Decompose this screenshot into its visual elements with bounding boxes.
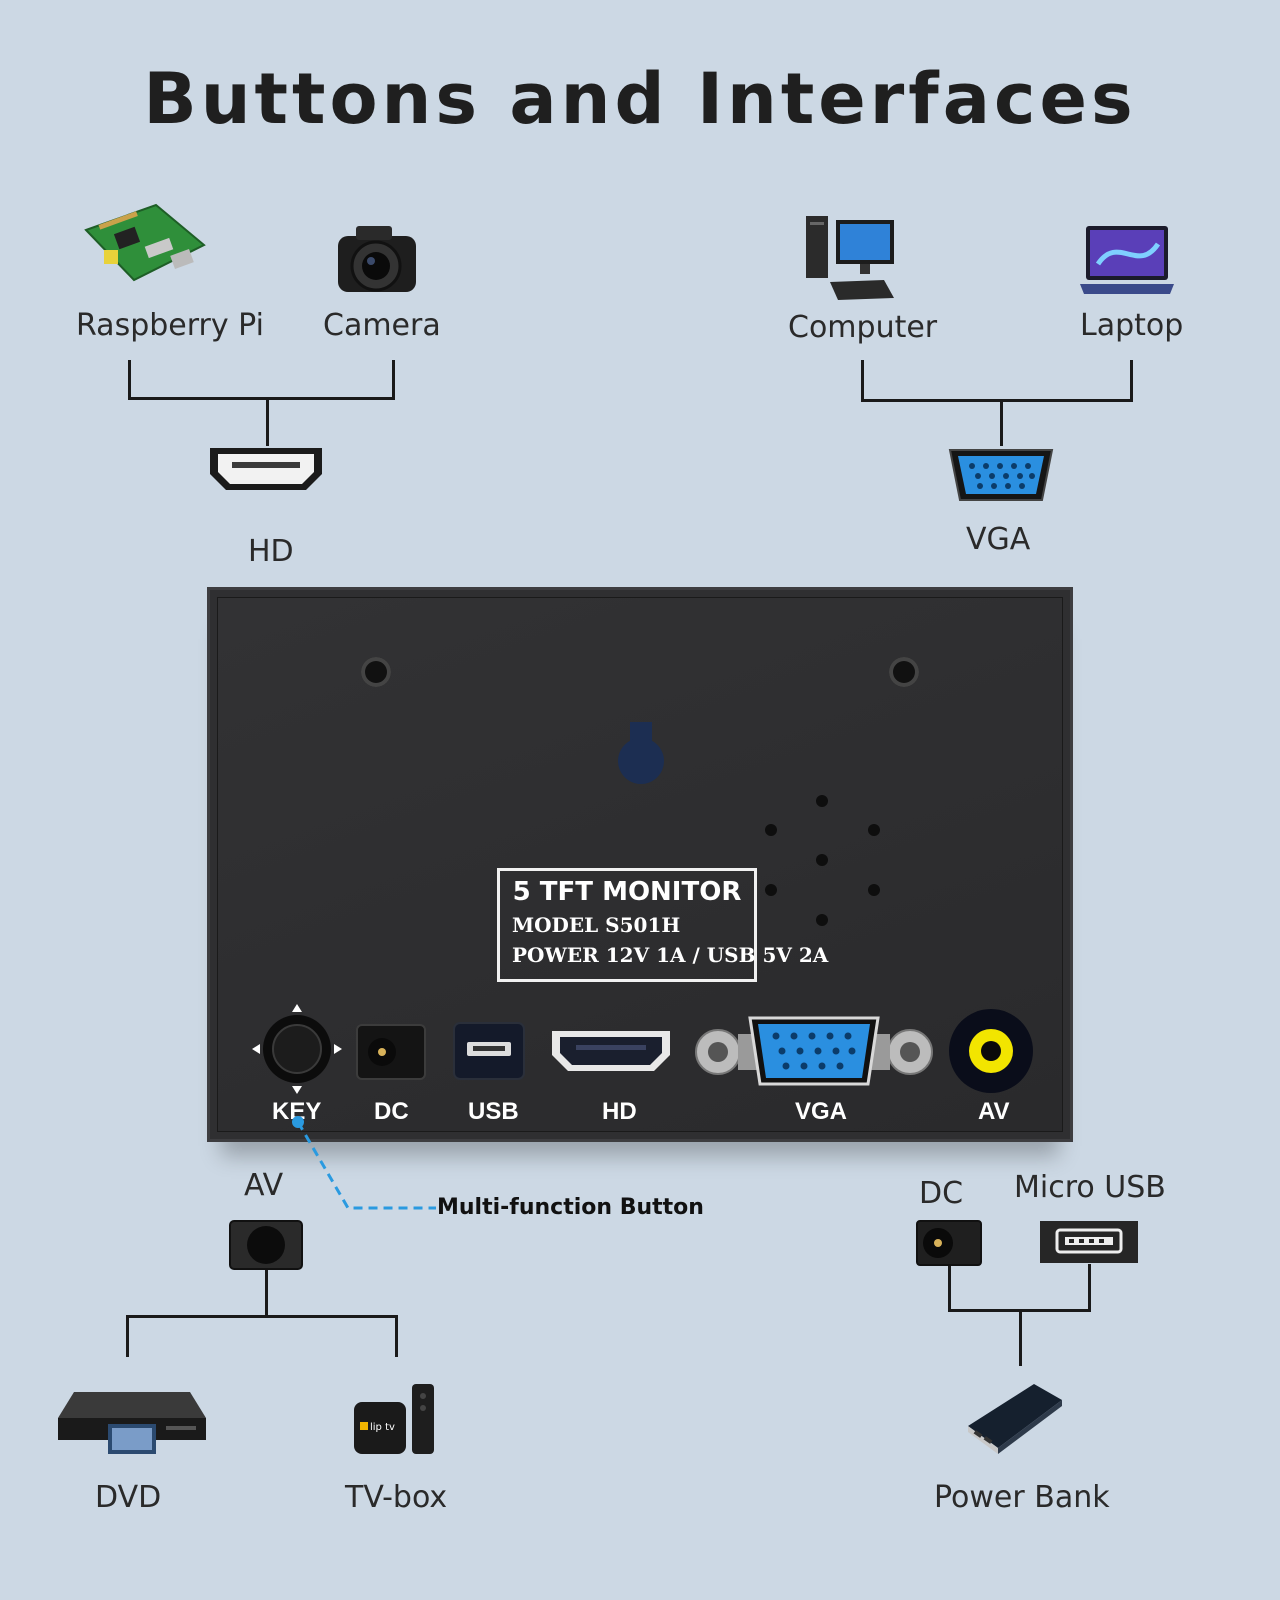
connector-line xyxy=(948,1309,1091,1312)
speaker-hole xyxy=(765,884,777,896)
computer-icon xyxy=(806,216,894,300)
mount-hole-right xyxy=(889,657,919,687)
hdmi-connector-icon xyxy=(210,448,322,490)
plate-model: MODEL S501H xyxy=(512,913,681,937)
vga-label: VGA xyxy=(966,522,1031,557)
camera-label: Camera xyxy=(323,308,441,343)
speaker-hole xyxy=(816,854,828,866)
connector-line xyxy=(128,397,395,400)
page-title: Buttons and Interfaces xyxy=(143,58,1137,140)
connector-line xyxy=(1130,360,1133,402)
vga-port[interactable] xyxy=(694,1014,934,1092)
raspberry-pi-label: Raspberry Pi xyxy=(76,308,264,343)
computer-text: Computer xyxy=(788,310,938,345)
micro-usb-label: Micro USB xyxy=(1014,1170,1166,1205)
power-bank-label: Power Bank xyxy=(934,1480,1110,1515)
tv-box-brand: lip tv xyxy=(370,1422,395,1433)
connector-line xyxy=(1000,402,1003,446)
plate-title: 5 TFT MONITOR xyxy=(512,877,742,907)
plate-power: POWER 12V 1A / USB 5V 2A xyxy=(512,943,829,967)
connector-line xyxy=(126,1315,398,1318)
port-label-usb: USB xyxy=(468,1098,519,1125)
av-label: AV xyxy=(244,1168,284,1203)
dc-port[interactable] xyxy=(356,1024,426,1080)
connector-line xyxy=(128,360,131,400)
computer-label: Computer xyxy=(788,310,937,345)
laptop-label: Laptop xyxy=(1080,308,1184,343)
key-joystick-button[interactable] xyxy=(250,1002,344,1096)
av-connector-icon xyxy=(229,1220,303,1270)
power-bank-icon xyxy=(968,1384,1062,1454)
speaker-hole xyxy=(868,884,880,896)
laptop-icon xyxy=(1080,226,1174,294)
port-label-dc: DC xyxy=(374,1098,409,1125)
connector-line xyxy=(1019,1312,1022,1366)
speaker-hole xyxy=(765,824,777,836)
dvd-label: DVD xyxy=(95,1480,162,1515)
dc-connector-icon xyxy=(916,1220,982,1266)
dc-label: DC xyxy=(919,1176,964,1211)
port-label-hd: HD xyxy=(602,1098,637,1125)
connector-line xyxy=(266,400,269,446)
speaker-hole xyxy=(816,795,828,807)
speaker-hole xyxy=(868,824,880,836)
connector-line xyxy=(265,1270,268,1317)
av-rca-port[interactable] xyxy=(948,1008,1034,1094)
connector-line xyxy=(392,360,395,400)
mount-hole-left xyxy=(361,657,391,687)
hdmi-port[interactable] xyxy=(550,1027,672,1075)
hd-label: HD xyxy=(248,534,294,569)
tv-box-label: TV-box xyxy=(345,1480,448,1515)
camera-icon xyxy=(338,226,416,292)
usb-port[interactable] xyxy=(453,1022,525,1080)
micro-usb-connector-icon xyxy=(1040,1221,1138,1263)
keyhole xyxy=(618,738,664,784)
port-label-av: AV xyxy=(978,1098,1010,1125)
connector-line xyxy=(126,1315,129,1357)
port-label-vga: VGA xyxy=(795,1098,848,1125)
vga-connector-icon xyxy=(948,449,1054,501)
callout-line xyxy=(292,1116,436,1210)
model-plate: 5 TFT MONITOR MODEL S501H POWER 12V 1A /… xyxy=(497,868,829,982)
connector-line xyxy=(948,1266,951,1311)
connector-line xyxy=(1088,1264,1091,1311)
raspberry-pi-icon xyxy=(84,203,206,282)
connector-line xyxy=(861,360,864,402)
dvd-player-icon xyxy=(58,1392,206,1454)
speaker-hole xyxy=(816,914,828,926)
connector-line xyxy=(861,399,1133,402)
connector-line xyxy=(395,1315,398,1357)
multi-function-button-label: Multi-function Button xyxy=(437,1195,704,1220)
tv-box-icon: lip tv xyxy=(354,1384,434,1454)
